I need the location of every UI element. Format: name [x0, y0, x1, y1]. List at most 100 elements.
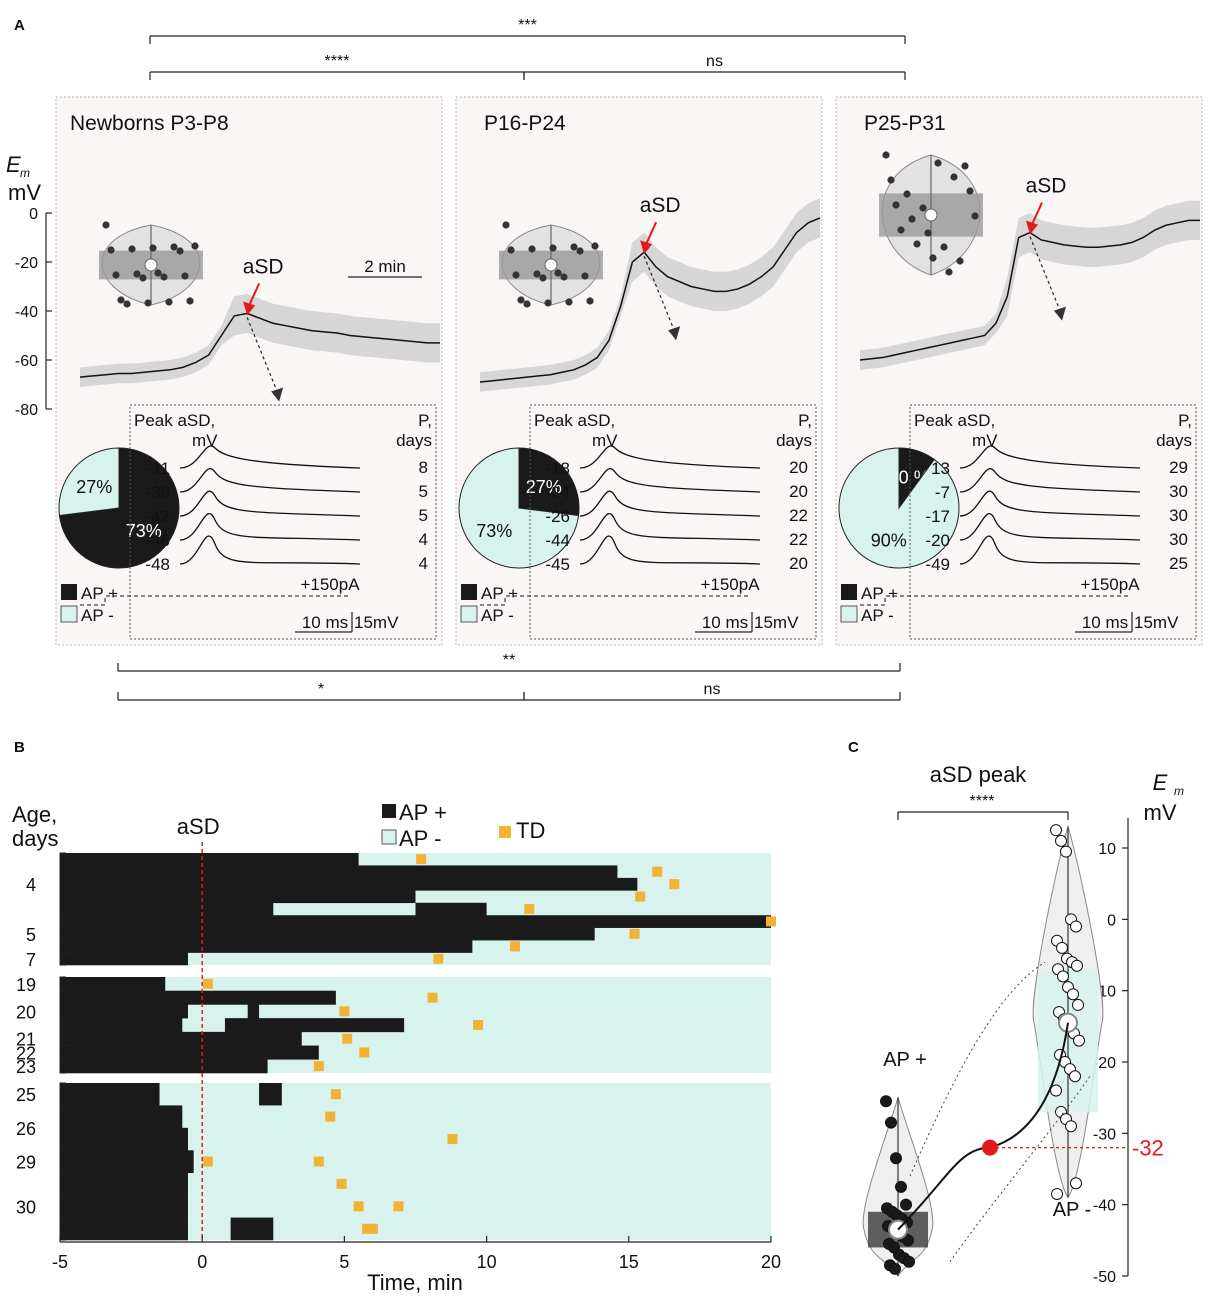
violin-point	[945, 268, 953, 276]
legend-ap-minus: AP -	[861, 606, 894, 625]
legend-ap-plus: AP +	[399, 800, 447, 825]
td-marker	[325, 1111, 336, 1122]
data-point	[902, 1234, 914, 1247]
age-label: 30	[16, 1197, 36, 1217]
legend-ap-minus: AP -	[481, 606, 514, 625]
ap-plus-cell	[60, 915, 771, 928]
data-point	[1060, 845, 1072, 858]
y-tick-label: -40	[1093, 1198, 1116, 1215]
data-point	[895, 1180, 907, 1193]
legend-ap-plus-swatch	[61, 584, 77, 600]
x-tick-label: 15	[619, 1252, 639, 1272]
stat-top-3-label: ns	[706, 53, 723, 70]
pie-label: 27%	[76, 477, 112, 497]
age-label: 26	[16, 1119, 36, 1139]
data-point	[1057, 970, 1069, 983]
stat-bot-2-label: *	[318, 681, 324, 698]
stat-stars: ****	[970, 793, 995, 810]
peak-unit: mV	[972, 431, 998, 450]
ap-plus-cell	[60, 1059, 268, 1074]
panel-label-c: C	[848, 739, 859, 756]
legend-ap-minus: AP -	[81, 606, 114, 625]
violin-point	[191, 242, 199, 250]
peak-value: -45	[545, 555, 570, 574]
peak-value: -20	[925, 531, 950, 550]
pie-label: 73%	[126, 521, 162, 541]
y-tick-label: -40	[15, 304, 38, 321]
ap-trace	[179, 490, 361, 517]
asd-arrow-head	[640, 240, 653, 255]
ap-plus-cell	[60, 865, 618, 879]
violin-point	[908, 215, 916, 223]
ap-plus-cell	[60, 1018, 183, 1033]
peak-value: -17	[925, 507, 950, 526]
y-axis-unit: mV	[8, 180, 41, 205]
group-title: P25-P31	[864, 112, 946, 135]
violin-point	[966, 187, 974, 195]
legend-ap-plus-swatch	[841, 584, 857, 600]
p-label: P,	[418, 411, 432, 430]
violin-point	[123, 300, 131, 308]
age-label: 21	[16, 1030, 36, 1050]
data-point	[1071, 959, 1083, 972]
ap-trace	[179, 445, 361, 469]
td-marker	[473, 1020, 484, 1030]
ap-plus-cell	[60, 952, 188, 966]
peak-label: Peak aSD,	[914, 411, 995, 430]
ap-trace	[959, 445, 1141, 469]
peak-value: -11	[147, 459, 170, 478]
data-point	[880, 1095, 892, 1108]
violin-point	[533, 270, 541, 278]
ap-plus-cell	[60, 1105, 183, 1129]
scalebar-ms: 10 ms	[302, 613, 348, 632]
y-axis-label-sub: m	[20, 166, 30, 180]
violin-point	[117, 296, 125, 304]
data-point	[903, 1255, 915, 1268]
scalebar-mv: 15mV	[354, 613, 399, 632]
group-title: Newborns P3-P8	[70, 112, 229, 135]
age-label: 25	[16, 1085, 36, 1105]
ap-plus-cell	[60, 890, 416, 904]
data-point	[1050, 824, 1062, 837]
data-point	[1056, 941, 1068, 954]
violin-point	[554, 269, 562, 277]
violin-point	[507, 246, 515, 254]
violin-point	[950, 173, 958, 181]
ap-plus-cell	[60, 877, 638, 891]
x-tick-label: 20	[761, 1252, 781, 1272]
stat-top-2-label: ****	[325, 53, 350, 70]
violin-point	[539, 274, 547, 282]
p-day-value: 30	[1169, 482, 1188, 501]
y-tick-label: 0	[1107, 912, 1116, 929]
data-point	[1073, 1034, 1085, 1047]
asd-arrow-shaft	[645, 221, 658, 245]
peak-value: -39	[145, 483, 170, 502]
ap-plus-cell	[60, 1083, 160, 1106]
td-marker	[433, 953, 444, 964]
stim-protocol	[860, 595, 1130, 606]
violin-point	[576, 247, 584, 255]
asd-dotted-arrow	[1029, 236, 1061, 311]
y-axis-unit: mV	[1144, 800, 1177, 825]
scalebar-mv: 15mV	[754, 613, 799, 632]
violin-median	[544, 258, 558, 272]
trace-mean-line	[479, 217, 821, 383]
data-point	[890, 1152, 902, 1165]
asd-dotted-arrow-head	[1054, 306, 1066, 321]
ap-trace	[579, 490, 761, 517]
legend-ap-minus-swatch	[840, 605, 858, 623]
data-point	[1069, 1070, 1081, 1083]
violin-point	[887, 176, 895, 184]
violin-point	[139, 274, 147, 282]
age-label: 23	[16, 1057, 36, 1077]
legend-td-swatch	[499, 826, 511, 838]
violin-point	[128, 245, 136, 253]
td-marker	[635, 891, 646, 902]
ap-plus-cell	[60, 1172, 188, 1196]
asd-arrow-shaft	[248, 283, 261, 306]
y-axis-label: E	[6, 152, 21, 177]
violin-point	[512, 271, 520, 279]
p-day-value: 29	[1169, 458, 1188, 477]
